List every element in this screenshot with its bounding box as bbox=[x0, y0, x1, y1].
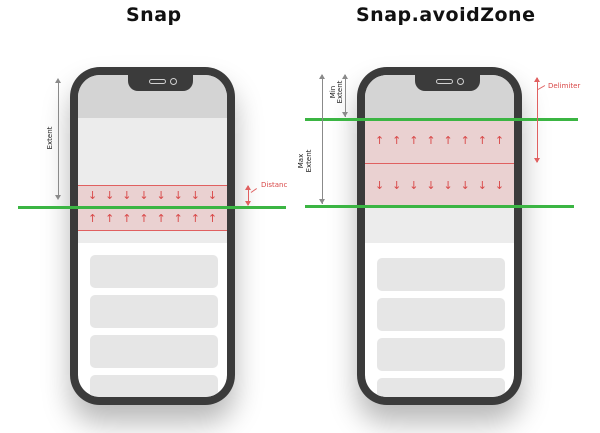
arrow-down-icon: ↓ bbox=[374, 179, 385, 192]
collapsible-header-area bbox=[365, 118, 514, 243]
arrow-down-icon: ↓ bbox=[87, 189, 98, 202]
arrowhead-down-icon bbox=[245, 201, 251, 206]
delimiter-leader-line bbox=[537, 85, 546, 90]
collapsible-header-area bbox=[78, 118, 227, 243]
arrow-down-icon: ↓ bbox=[409, 179, 419, 192]
snap-title: Snap bbox=[126, 4, 182, 26]
arrow-up-icon: ↑ bbox=[156, 212, 166, 225]
arrow-down-icon: ↓ bbox=[460, 179, 470, 192]
arrow-down-icon: ↓ bbox=[494, 179, 505, 192]
list-item bbox=[377, 298, 505, 331]
max-extent-label-1: Max bbox=[297, 153, 305, 169]
arrow-up-icon: ↑ bbox=[426, 134, 436, 147]
arrow-up-icon: ↑ bbox=[494, 134, 505, 147]
arrow-down-icon: ↓ bbox=[207, 189, 218, 202]
arrow-down-icon: ↓ bbox=[426, 179, 436, 192]
min-extent-label-2: Extent bbox=[336, 80, 344, 104]
snap-line bbox=[18, 206, 286, 209]
zone-arrows-up: ↑ ↑ ↑ ↑ ↑ ↑ ↑ ↑ bbox=[365, 133, 514, 149]
distance-label: Distanc bbox=[261, 181, 288, 189]
arrow-down-icon: ↓ bbox=[190, 189, 200, 202]
list-item bbox=[90, 255, 218, 288]
arrow-down-icon: ↓ bbox=[477, 179, 487, 192]
arrow-up-icon: ↑ bbox=[460, 134, 470, 147]
arrow-up-icon: ↑ bbox=[105, 212, 115, 225]
list-item bbox=[90, 375, 218, 397]
distance-leader-line bbox=[250, 188, 258, 193]
zone-arrows-down: ↓ ↓ ↓ ↓ ↓ ↓ ↓ ↓ bbox=[78, 188, 227, 204]
arrow-down-icon: ↓ bbox=[156, 189, 166, 202]
avoid-zone bbox=[365, 120, 514, 205]
arrow-down-icon: ↓ bbox=[122, 189, 132, 202]
arrowhead-up-icon bbox=[319, 74, 325, 79]
max-extent-snap-line bbox=[305, 205, 574, 208]
list-item bbox=[90, 335, 218, 368]
extent-label: Extent bbox=[46, 126, 54, 150]
list-item bbox=[377, 338, 505, 371]
max-extent-dimension-line bbox=[322, 75, 323, 204]
arrow-down-icon: ↓ bbox=[139, 189, 149, 202]
arrowhead-up-icon bbox=[55, 78, 61, 83]
arrowhead-up-icon bbox=[342, 74, 348, 79]
list-item bbox=[377, 378, 505, 397]
arrow-up-icon: ↑ bbox=[443, 134, 453, 147]
zone-bottom-border bbox=[78, 230, 227, 231]
arrowhead-down-icon bbox=[55, 195, 61, 200]
arrow-down-icon: ↓ bbox=[443, 179, 453, 192]
zone-top-border bbox=[78, 185, 227, 186]
extent-dimension-line bbox=[58, 80, 59, 197]
phone-screen: ↓ ↓ ↓ ↓ ↓ ↓ ↓ ↓ ↑ ↑ ↑ ↑ ↑ ↑ ↑ ↑ bbox=[78, 75, 227, 397]
arrow-down-icon: ↓ bbox=[173, 189, 183, 202]
camera-icon bbox=[170, 78, 177, 85]
arrow-up-icon: ↑ bbox=[139, 212, 149, 225]
arrowhead-down-icon bbox=[342, 112, 348, 117]
arrow-up-icon: ↑ bbox=[122, 212, 132, 225]
arrow-up-icon: ↑ bbox=[207, 212, 218, 225]
arrow-down-icon: ↓ bbox=[392, 179, 402, 192]
arrowhead-down-icon bbox=[534, 158, 540, 163]
list-item bbox=[90, 295, 218, 328]
arrow-up-icon: ↑ bbox=[190, 212, 200, 225]
arrowhead-up-icon bbox=[245, 185, 251, 190]
snap-avoidzone-phone-mockup: ↑ ↑ ↑ ↑ ↑ ↑ ↑ ↑ ↓ ↓ ↓ ↓ ↓ ↓ ↓ ↓ bbox=[357, 67, 522, 405]
snap-avoidzone-title: Snap.avoidZone bbox=[356, 4, 536, 26]
camera-icon bbox=[457, 78, 464, 85]
speaker-icon bbox=[149, 79, 166, 84]
delimiter-label: Delimiter bbox=[548, 82, 581, 90]
arrow-down-icon: ↓ bbox=[105, 189, 115, 202]
list-item bbox=[377, 258, 505, 291]
phone-notch bbox=[415, 75, 480, 91]
arrowhead-up-icon bbox=[534, 77, 540, 82]
arrow-up-icon: ↑ bbox=[409, 134, 419, 147]
phone-notch bbox=[128, 75, 193, 91]
speaker-icon bbox=[436, 79, 453, 84]
arrow-up-icon: ↑ bbox=[87, 212, 98, 225]
delimiter-line bbox=[365, 163, 514, 164]
arrow-up-icon: ↑ bbox=[173, 212, 183, 225]
min-extent-dimension-line bbox=[345, 75, 346, 117]
min-extent-snap-line bbox=[305, 118, 578, 121]
delimiter-dimension-line bbox=[537, 78, 538, 162]
zone-arrows-down: ↓ ↓ ↓ ↓ ↓ ↓ ↓ ↓ bbox=[365, 178, 514, 194]
max-extent-label-2: Extent bbox=[305, 149, 313, 173]
phone-screen: ↑ ↑ ↑ ↑ ↑ ↑ ↑ ↑ ↓ ↓ ↓ ↓ ↓ ↓ ↓ ↓ bbox=[365, 75, 514, 397]
arrowhead-down-icon bbox=[319, 199, 325, 204]
arrow-up-icon: ↑ bbox=[374, 134, 385, 147]
arrow-up-icon: ↑ bbox=[392, 134, 402, 147]
snap-phone-mockup: ↓ ↓ ↓ ↓ ↓ ↓ ↓ ↓ ↑ ↑ ↑ ↑ ↑ ↑ ↑ ↑ bbox=[70, 67, 235, 405]
distance-dimension-line bbox=[248, 186, 249, 205]
arrow-up-icon: ↑ bbox=[477, 134, 487, 147]
zone-arrows-up: ↑ ↑ ↑ ↑ ↑ ↑ ↑ ↑ bbox=[78, 211, 227, 227]
